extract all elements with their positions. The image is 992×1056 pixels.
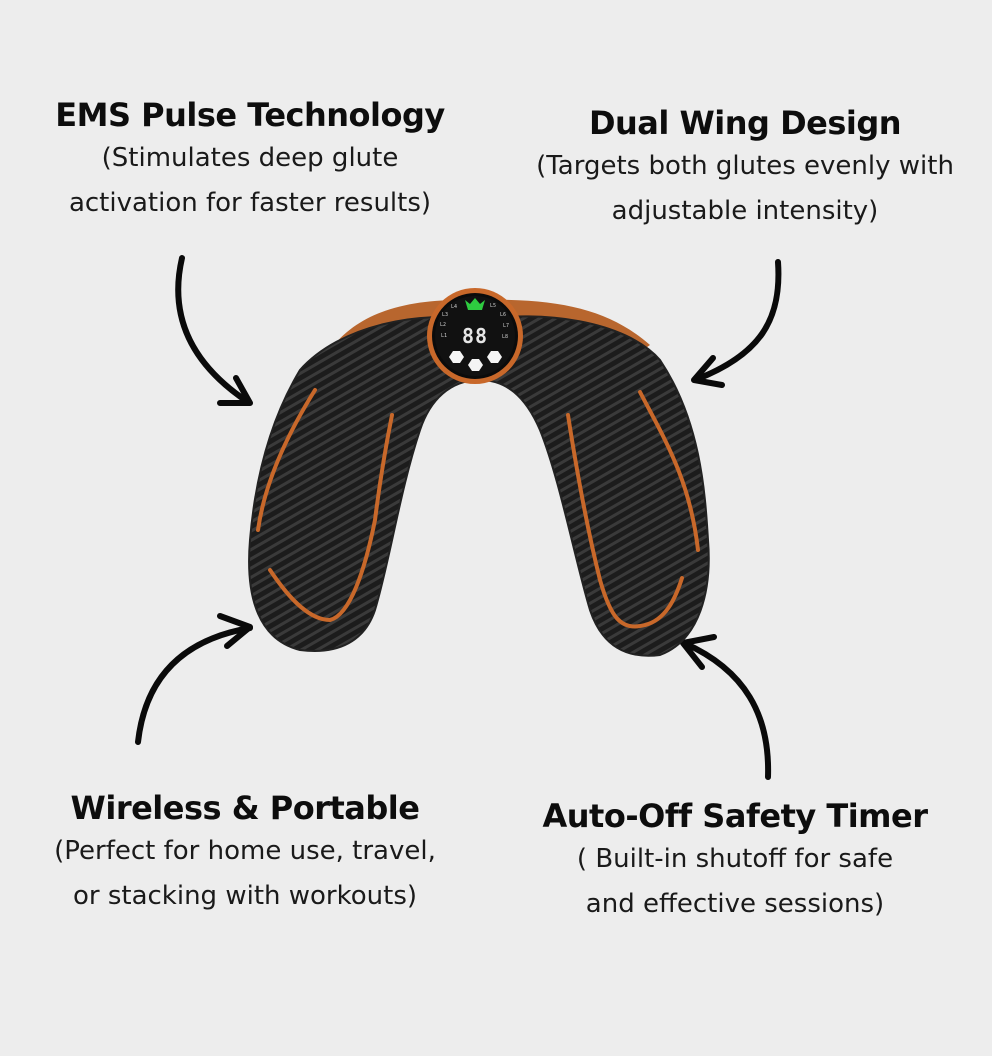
minus-button[interactable] [449, 351, 464, 363]
feature-ems-pulse: EMS Pulse Technology (Stimulates deep gl… [40, 96, 460, 224]
arrow-bottom-right-icon [680, 634, 772, 780]
arrow-top-left-icon [175, 255, 253, 406]
svg-text:L6: L6 [500, 312, 506, 318]
svg-text:L8: L8 [502, 334, 508, 340]
status-indicator-icon [465, 298, 485, 310]
feature-description-line: or stacking with workouts) [72, 881, 418, 911]
feature-description-line: (Stimulates deep glute [101, 143, 399, 173]
feature-title: EMS Pulse Technology [55, 96, 445, 134]
control-hub: L4 L5 L3 L6 L2 L7 L1 L8 88 [427, 288, 523, 384]
arrow-top-right-icon [691, 259, 782, 388]
svg-text:L2: L2 [440, 322, 446, 328]
svg-text:L1: L1 [441, 333, 447, 339]
digital-display: 88 [462, 324, 488, 348]
feature-description-line: activation for faster results) [68, 188, 432, 218]
feature-description-line: (Perfect for home use, travel, [54, 836, 436, 866]
power-button[interactable] [468, 359, 483, 371]
svg-text:L5: L5 [490, 303, 496, 309]
svg-text:L7: L7 [503, 323, 509, 329]
feature-auto-off-timer: Auto-Off Safety Timer ( Built-in shutoff… [515, 797, 955, 925]
feature-description-line: (Targets both glutes evenly with [536, 151, 954, 181]
arrow-bottom-left-icon [135, 613, 253, 745]
feature-wireless-portable: Wireless & Portable (Perfect for home us… [35, 789, 455, 917]
svg-text:L3: L3 [442, 312, 448, 318]
feature-description-line: and effective sessions) [585, 889, 885, 919]
feature-description-line: adjustable intensity) [611, 196, 879, 226]
plus-button[interactable] [487, 351, 502, 363]
feature-description-line: ( Built-in shutoff for safe [576, 844, 894, 874]
svg-text:L4: L4 [451, 304, 457, 310]
feature-title: Auto-Off Safety Timer [542, 797, 928, 835]
feature-title: Wireless & Portable [70, 789, 420, 827]
feature-title: Dual Wing Design [588, 104, 902, 142]
feature-dual-wing: Dual Wing Design (Targets both glutes ev… [500, 104, 990, 232]
